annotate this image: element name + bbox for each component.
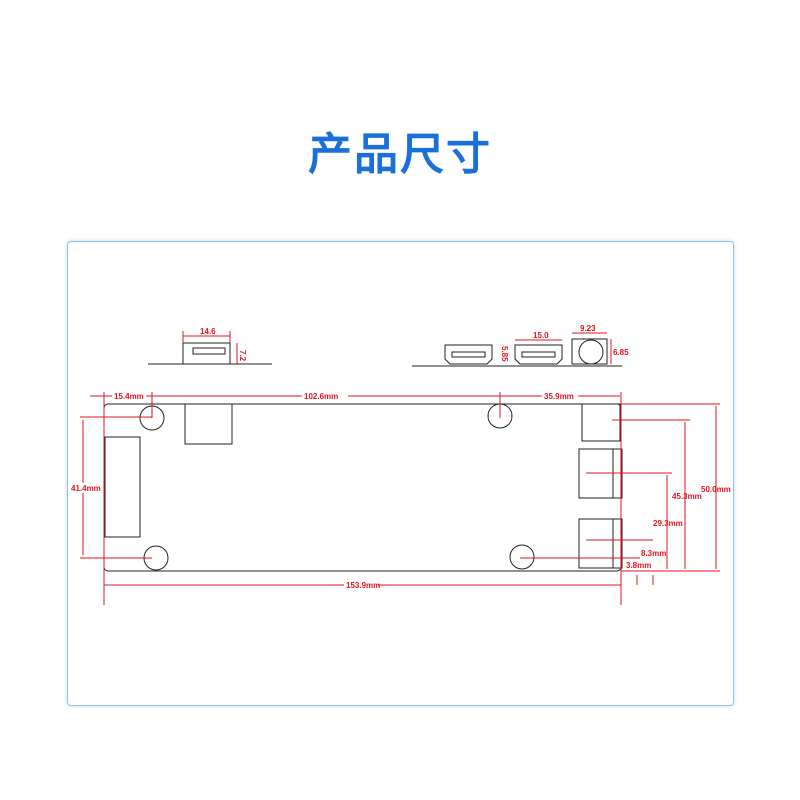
usb-width-label: 14.6 xyxy=(200,327,216,336)
board-top-view xyxy=(103,403,623,572)
dimension-card xyxy=(67,241,734,706)
jack-width-label: 9.23 xyxy=(580,324,596,333)
page-title: 产品尺寸 xyxy=(308,129,492,180)
hole-vertical-spacing-label: 41.4mm xyxy=(71,484,101,493)
hole-left-offset-label: 15.4mm xyxy=(114,392,144,401)
board-width-label: 50.0mm xyxy=(701,485,731,494)
board-length-label: 153.9mm xyxy=(346,581,380,590)
port3-height-label: 8.3mm xyxy=(641,549,666,558)
hole-spacing-label: 102.6mm xyxy=(304,392,338,401)
port1-height-label: 45.3mm xyxy=(672,492,702,501)
side-view-hdmi-jack: 15.0 5.85 9.23 6.85 xyxy=(412,324,629,367)
dimension-lines: 15.4mm 102.6mm 35.9mm 41.4mm 153.9mm 50.… xyxy=(70,391,731,605)
hdmi-width-label: 15.0 xyxy=(533,331,549,340)
hole-bottom-offset-label: 3.8mm xyxy=(626,561,651,570)
hole-right-offset-label: 35.9mm xyxy=(544,392,574,401)
port2-height-label: 29.3mm xyxy=(653,519,683,528)
jack-height-label: 6.85 xyxy=(613,348,629,357)
usb-height-label: 7.2 xyxy=(238,350,247,362)
mounting-hole xyxy=(509,544,535,570)
side-view-usb: 14.6 7.2 xyxy=(148,327,272,365)
hdmi-height-label: 5.85 xyxy=(500,346,509,362)
